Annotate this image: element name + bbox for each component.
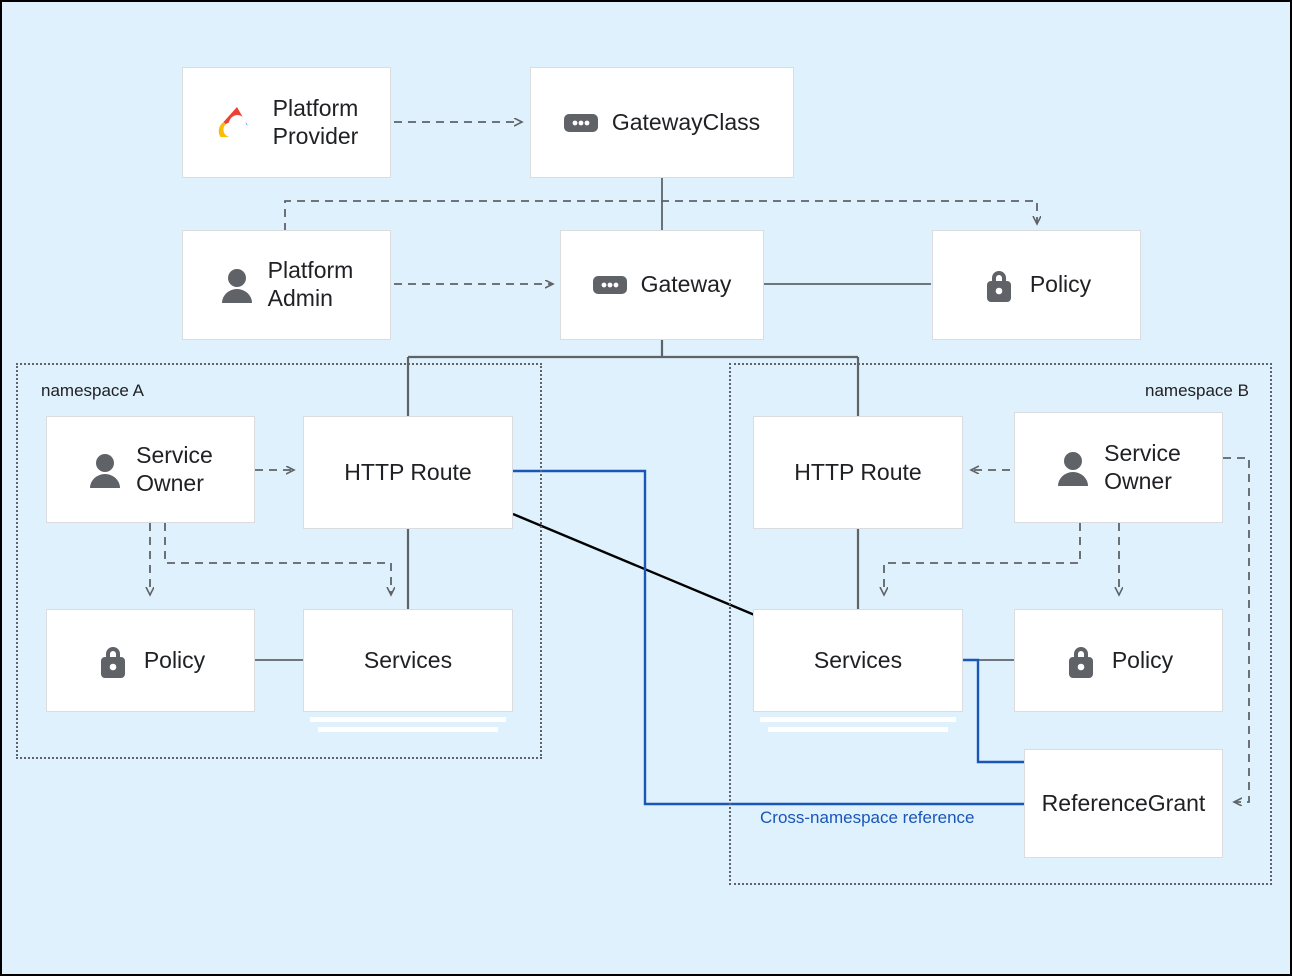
node-label: Gateway xyxy=(640,271,732,298)
gateway-chip-icon xyxy=(592,274,627,296)
services-b-stack-layer-1 xyxy=(760,717,956,722)
node-label: Policy xyxy=(1029,271,1092,298)
node-service-owner-a[interactable]: Service Owner xyxy=(46,416,255,523)
edge-routea-to-servicesb-crossns xyxy=(512,512,758,618)
node-policy-a[interactable]: Policy xyxy=(46,609,255,712)
lock-icon xyxy=(96,642,130,680)
services-b-stack-layer-2 xyxy=(768,727,948,732)
node-label: Platform Provider xyxy=(272,94,359,149)
node-label: Policy xyxy=(1111,646,1174,673)
cross-namespace-reference-label: Cross-namespace reference xyxy=(760,808,975,827)
person-icon xyxy=(1056,450,1090,486)
node-service-owner-b[interactable]: Service Owner xyxy=(1014,412,1223,523)
google-cloud-icon xyxy=(215,104,259,142)
node-label: GatewayClass xyxy=(611,108,761,135)
node-policy-top[interactable]: Policy xyxy=(932,230,1141,340)
node-label: HTTP Route xyxy=(344,458,472,485)
services-a-stack-layer-2 xyxy=(318,727,498,732)
person-icon xyxy=(220,267,254,303)
node-gateway[interactable]: Gateway xyxy=(560,230,764,340)
lock-icon xyxy=(982,266,1016,304)
node-http-route-a[interactable]: HTTP Route xyxy=(303,416,513,529)
node-services-b[interactable]: Services xyxy=(753,609,963,712)
person-icon xyxy=(88,452,122,488)
node-label: Platform Admin xyxy=(267,257,354,311)
node-label: Service Owner xyxy=(136,441,213,496)
node-http-route-b[interactable]: HTTP Route xyxy=(753,416,963,529)
node-label: HTTP Route xyxy=(794,458,922,485)
namespace-b-label: namespace B xyxy=(1145,381,1249,400)
gateway-chip-icon xyxy=(563,112,598,134)
node-reference-grant[interactable]: ReferenceGrant xyxy=(1024,749,1223,858)
node-label: Policy xyxy=(143,646,206,673)
node-platform-admin[interactable]: Platform Admin xyxy=(182,230,391,340)
edge-admin-to-policy-top xyxy=(284,200,1037,231)
node-gatewayclass[interactable]: GatewayClass xyxy=(530,67,794,178)
lock-icon xyxy=(1064,642,1098,680)
node-label: Service Owner xyxy=(1104,439,1181,494)
node-label: Services xyxy=(813,646,903,673)
node-services-a[interactable]: Services xyxy=(303,609,513,712)
node-policy-b[interactable]: Policy xyxy=(1014,609,1223,712)
services-a-stack-layer-1 xyxy=(310,717,506,722)
node-label: ReferenceGrant xyxy=(1041,789,1206,816)
node-platform-provider[interactable]: Platform Provider xyxy=(182,67,391,178)
node-label: Services xyxy=(363,646,453,673)
namespace-a-label: namespace A xyxy=(41,381,145,400)
